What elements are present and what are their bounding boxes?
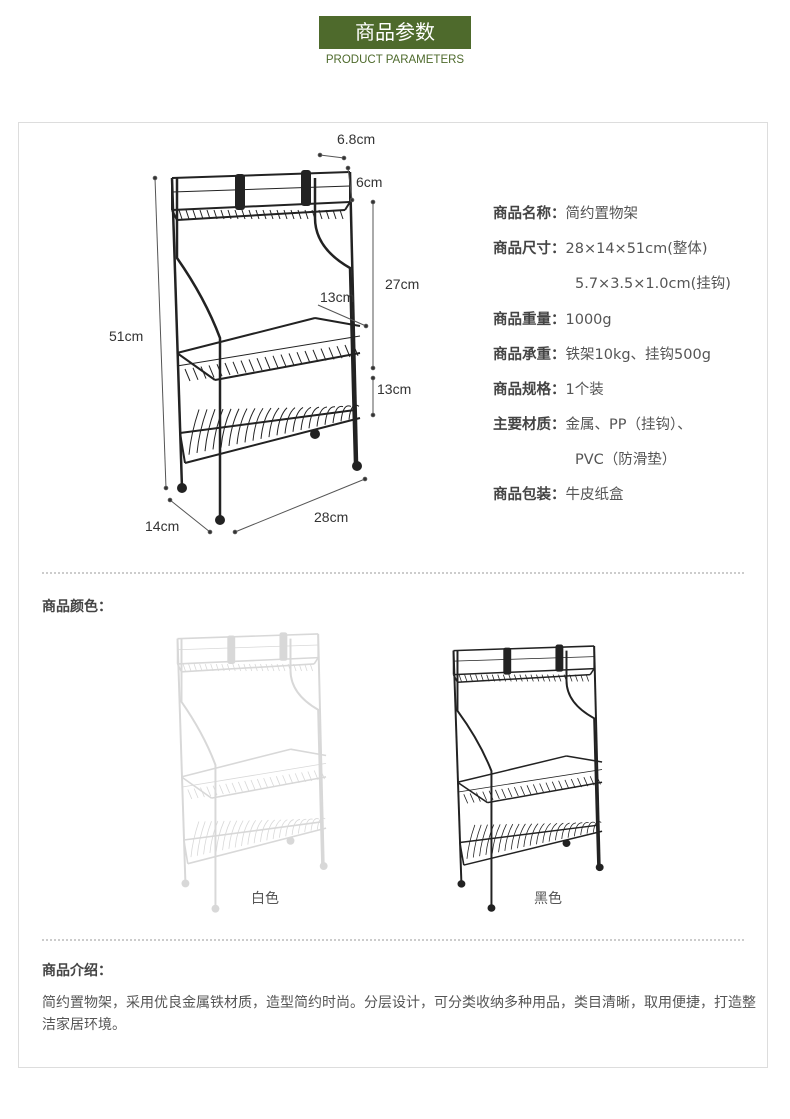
spec-row: 商品规格：1个装	[493, 378, 604, 399]
colors-title: 商品颜色：	[42, 599, 112, 615]
dim-mid-gap: 27cm	[385, 276, 420, 292]
spec-row: 5.7×3.5×1.0cm(挂钩)	[493, 272, 731, 293]
spec-value: 5.7×3.5×1.0cm(挂钩)	[575, 276, 731, 292]
dimension-lines	[152, 152, 376, 535]
spec-value: 简约置物架	[565, 206, 639, 222]
spec-row: 商品尺寸：28×14×51cm(整体)	[493, 237, 708, 258]
spec-label: 商品尺寸：	[493, 241, 566, 257]
dim-depth: 14cm	[145, 518, 180, 534]
spec-row: 商品包装：牛皮纸盒	[493, 483, 624, 504]
intro-title: 商品介绍：	[42, 963, 112, 979]
spec-value: PVC（防滑垫）	[575, 452, 677, 468]
dim-bottom-gap: 13cm	[377, 381, 412, 397]
dim-top-width: 6.8cm	[337, 131, 376, 147]
spec-value: 1个装	[565, 382, 604, 398]
dim-shelf-depth: 13cm	[320, 289, 355, 305]
spec-row: 商品名称：简约置物架	[493, 202, 638, 223]
spec-label: 商品包装：	[493, 487, 566, 503]
spec-label: 商品承重：	[493, 347, 566, 363]
spec-value: 金属、PP（挂钩）、	[565, 417, 692, 433]
spec-label: 商品名称：	[493, 206, 566, 222]
spec-value: 铁架10kg、挂钩500g	[565, 347, 711, 363]
spec-row: 商品承重：铁架10kg、挂钩500g	[493, 343, 711, 364]
dim-total-height: 51cm	[109, 328, 144, 344]
rack-diagram	[170, 170, 362, 525]
divider	[42, 939, 744, 941]
parameters-panel	[18, 122, 768, 1068]
divider	[42, 572, 744, 574]
intro-text: 简约置物架，采用优良金属铁材质，造型简约时尚。分层设计，可分类收纳多种用品，类目…	[42, 995, 756, 1033]
rack-black-image	[452, 644, 604, 912]
spec-value: 1000g	[565, 312, 612, 328]
rack-white-image	[176, 632, 328, 913]
color-option-black[interactable]: 黑色	[534, 891, 562, 907]
section-subtitle: PRODUCT PARAMETERS	[325, 54, 465, 66]
color-option-white[interactable]: 白色	[251, 891, 279, 907]
spec-value: 牛皮纸盒	[565, 487, 624, 503]
spec-label: 商品重量：	[493, 312, 566, 328]
spec-label: 商品规格：	[493, 382, 566, 398]
section-header: 商品参数	[319, 16, 471, 49]
spec-row: 商品重量：1000g	[493, 308, 612, 329]
dim-width: 28cm	[314, 509, 349, 525]
spec-row: PVC（防滑垫）	[493, 448, 676, 469]
spec-label: 主要材质：	[493, 417, 566, 433]
spec-row: 主要材质：金属、PP（挂钩）、	[493, 413, 692, 434]
spec-value: 28×14×51cm(整体)	[565, 241, 708, 257]
dim-top-depth: 6cm	[356, 174, 383, 190]
